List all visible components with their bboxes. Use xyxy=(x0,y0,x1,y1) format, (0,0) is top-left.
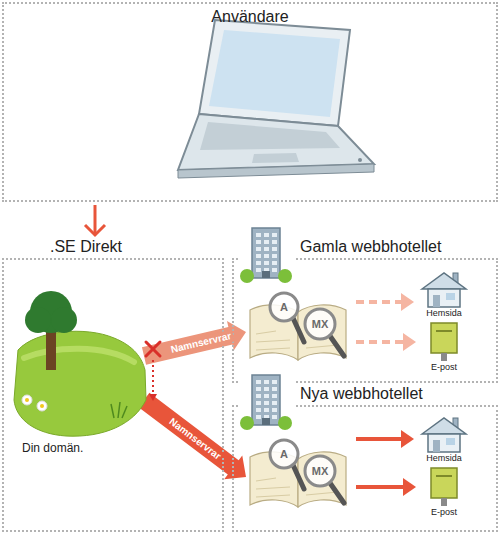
mail-node: E-post xyxy=(419,467,469,517)
house-node: Hemsida xyxy=(417,415,471,463)
connector-arrow xyxy=(142,321,246,365)
domain-grass-illustration xyxy=(14,288,148,438)
region-title: .SE Direkt xyxy=(50,238,122,256)
region-box: Gamla webbhotelletAMXHemsidaE-post xyxy=(232,258,498,383)
icon-caption: Hemsida xyxy=(417,308,471,318)
connector-arrow xyxy=(356,430,414,448)
connector-arrow xyxy=(356,333,416,351)
zone-book-illustration xyxy=(246,290,351,362)
book-node: A MX xyxy=(246,437,351,509)
region-box: Användare xyxy=(2,2,498,202)
house-icon xyxy=(419,270,469,308)
connector-arrow xyxy=(356,478,416,496)
icon-caption: E-post xyxy=(419,507,469,517)
edge-label: Namnservrar xyxy=(168,329,235,356)
connector-arrow xyxy=(139,393,246,480)
building-icon xyxy=(238,371,294,431)
record-type: MX xyxy=(312,465,329,477)
zone-book-illustration xyxy=(246,437,351,509)
record-type: MX xyxy=(312,318,329,330)
house-icon xyxy=(419,415,469,453)
grass-node: Din domän. xyxy=(14,288,144,468)
region-box: .SE DirektDin domän. xyxy=(2,258,224,532)
region-title: Användare xyxy=(211,8,288,26)
record-type: A xyxy=(280,301,288,313)
mailbox-icon xyxy=(421,322,467,362)
region-box: Nya webbhotelletAMXHemsidaE-post xyxy=(232,405,498,532)
icon-caption: E-post xyxy=(419,362,469,372)
laptop-illustration xyxy=(2,2,498,202)
edge-label: Namnservrar xyxy=(165,414,225,463)
book-node: A MX xyxy=(246,290,351,362)
connector-arrow xyxy=(85,205,105,235)
building-icon xyxy=(238,224,294,284)
house-node: Hemsida xyxy=(417,270,471,318)
record-type: A xyxy=(280,448,288,460)
region-title: Gamla webbhotellet xyxy=(300,238,441,256)
connector-arrow xyxy=(356,293,414,311)
mailbox-icon xyxy=(421,467,467,507)
mail-node: E-post xyxy=(419,322,469,372)
region-title: Nya webbhotellet xyxy=(300,385,423,403)
domain-label: Din domän. xyxy=(22,441,83,455)
icon-caption: Hemsida xyxy=(417,453,471,463)
